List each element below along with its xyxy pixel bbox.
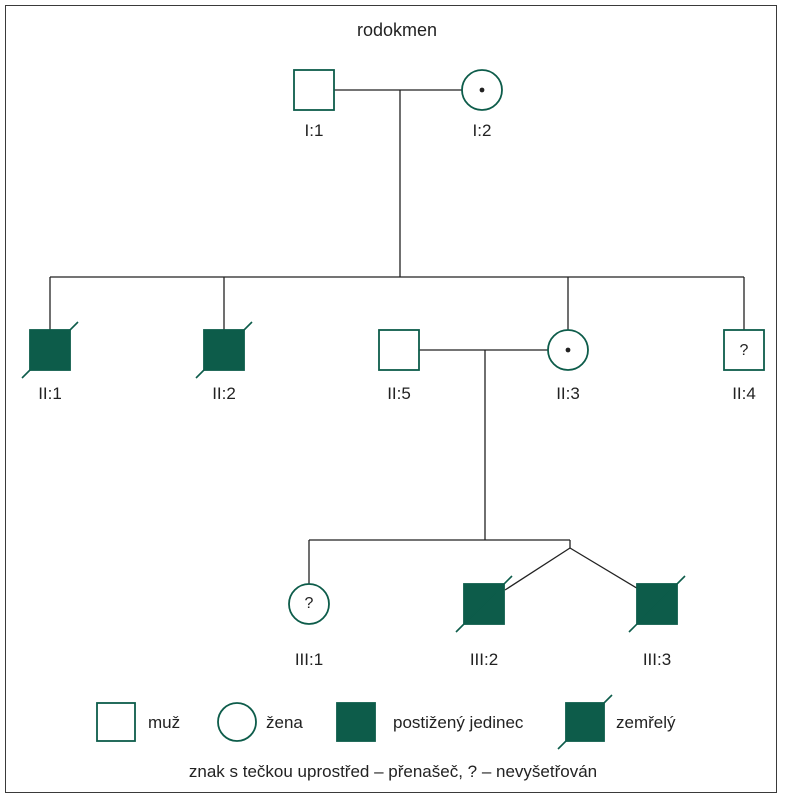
carrier-dot-I-2 [479,87,485,93]
label-II-5: II:5 [387,384,411,403]
legend-label-deceased: zemřelý [616,713,676,732]
legend-affected-symbol [336,702,376,742]
label-I-2: I:2 [472,121,492,140]
legend-note: znak s tečkou uprostřed – přenašeč, ? – … [188,762,598,781]
symbol-II-5 [378,329,420,371]
legend-label-affected: postižený jedinec [393,713,524,732]
label-III-3: III:3 [642,650,672,669]
twin-branch-III-3 [569,547,641,591]
deceased-slash-III-3 [628,575,686,633]
diagram-title: rodokmen [356,20,438,40]
symbol-III-1 [288,583,330,625]
legend-label-female: žena [266,713,303,732]
legend-male-symbol [96,702,136,742]
label-I-1: I:1 [304,121,324,140]
symbol-I-1 [293,69,335,111]
unexamined-mark-III-1: ? [304,595,314,612]
legend-female-symbol [217,702,257,742]
symbol-II-4 [723,329,765,371]
diagram-frame [5,5,777,793]
carrier-dot-II-3 [565,347,571,353]
label-II-3: II:3 [556,384,580,403]
deceased-slash-III-2 [455,575,513,633]
deceased-slash-II-2 [195,321,253,379]
legend-deceased-slash [557,694,613,750]
legend-label-male: muž [148,713,181,732]
label-II-1: II:1 [38,384,62,403]
unexamined-mark-II-4: ? [739,342,749,359]
label-II-2: II:2 [212,384,236,403]
label-III-1: III:1 [294,650,324,669]
label-III-2: III:2 [469,650,499,669]
twin-branch-III-2 [504,547,571,591]
deceased-slash-II-1 [21,321,79,379]
label-II-4: II:4 [732,384,756,403]
